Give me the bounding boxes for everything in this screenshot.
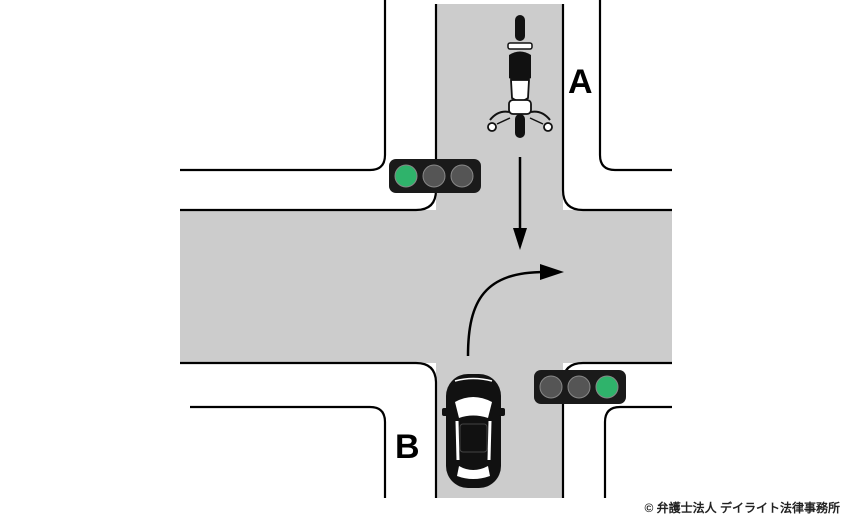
vehicle-b-label: B bbox=[395, 428, 420, 466]
motorcycle-path-arrow bbox=[513, 157, 527, 250]
signal-light-off bbox=[422, 164, 446, 188]
car-icon bbox=[442, 374, 505, 488]
road-horizontal bbox=[180, 210, 672, 363]
curb-top-right-outer bbox=[598, 0, 672, 172]
curb-top-right-inner bbox=[561, 4, 672, 212]
curb-bottom-right-outer bbox=[603, 405, 672, 498]
vehicle-a-label: A bbox=[568, 63, 593, 101]
traffic-signal-north-west bbox=[389, 159, 481, 193]
signal-light-off bbox=[539, 375, 563, 399]
curb-top-left-outer bbox=[180, 0, 387, 172]
curb-bottom-left-inner bbox=[180, 361, 438, 498]
signal-light-off bbox=[450, 164, 474, 188]
curb-bottom-left-outer bbox=[190, 405, 387, 498]
motorcycle-icon bbox=[487, 15, 553, 138]
car-path-arrow bbox=[466, 264, 564, 357]
traffic-signal-south-east bbox=[534, 370, 626, 404]
signal-light-green bbox=[394, 164, 418, 188]
signal-light-off bbox=[567, 375, 591, 399]
road-surface bbox=[180, 4, 672, 498]
copyright-notice: © 弁護士法人 デイライト法律事務所 bbox=[644, 501, 840, 515]
signal-light-green bbox=[595, 375, 619, 399]
